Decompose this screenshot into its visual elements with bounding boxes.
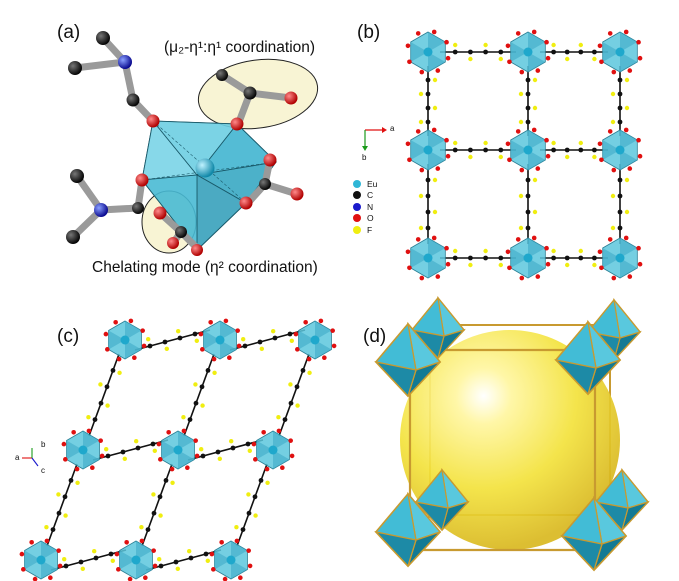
eu-polyhedron [505, 127, 551, 173]
eu-polyhedron [156, 428, 200, 472]
legend-item: F [353, 224, 377, 236]
legend-item: O [353, 213, 377, 225]
panel-a: (a) [0, 0, 345, 290]
carbon-atom [175, 226, 187, 238]
axis-label-a: a [15, 453, 20, 462]
organic-linker [187, 439, 264, 461]
eu-polyhedron [19, 538, 63, 581]
oxygen-atom [167, 237, 179, 249]
eu-coordination-structure [66, 31, 319, 256]
carbon-atom [126, 93, 140, 107]
organic-linker [139, 463, 175, 547]
organic-linker [234, 463, 270, 547]
axis-indicator-c [22, 448, 39, 467]
framework-view-ab [405, 29, 643, 281]
organic-linker [418, 66, 438, 136]
organic-linker [92, 439, 169, 461]
organic-linker [540, 140, 608, 160]
corner-polyhedron-top-left [374, 321, 442, 398]
carbon-atom [132, 202, 144, 214]
eu-polyhedron [405, 235, 451, 281]
organic-linker [440, 42, 516, 62]
oxygen-atom [135, 173, 149, 187]
axis-label-b: b [41, 440, 46, 449]
panel-b-label: (b) [357, 22, 381, 43]
organic-linker [610, 66, 630, 136]
corner-polyhedron-bottom-left [374, 491, 442, 568]
eu-polyhedron [405, 127, 451, 173]
panel-a-label: (a) [57, 22, 81, 43]
organic-linker [44, 463, 80, 547]
oxygen-atom [153, 206, 167, 220]
oxygen-atom [239, 196, 253, 210]
carbon-atom [259, 178, 271, 190]
oxygen-atom [146, 114, 160, 128]
eu-polyhedron [103, 318, 147, 362]
carbon-atom [66, 230, 80, 244]
nitrogen-atom [118, 55, 132, 69]
organic-linker [145, 549, 222, 571]
eu-polyhedron [597, 127, 643, 173]
organic-linker [276, 353, 312, 437]
carbon-atom [243, 86, 257, 100]
eu-polyhedron [61, 428, 105, 472]
carbon-atom [96, 31, 110, 45]
eu-polyhedron [505, 29, 551, 75]
panel-c-label: (c) [57, 326, 80, 347]
oxygen-atom [284, 91, 298, 105]
coordination-annotation-bottom: Chelating mode (η² coordination) [92, 259, 318, 276]
organic-linker [440, 140, 516, 160]
oxygen-atom [191, 244, 203, 256]
organic-linker [440, 248, 516, 268]
organic-linker [86, 353, 122, 437]
element-legend: Eu C N O F [353, 178, 377, 236]
organic-linker [181, 353, 217, 437]
organic-linker [540, 42, 608, 62]
legend-item: N [353, 201, 377, 213]
organic-linker [540, 248, 608, 268]
organic-linker [518, 66, 538, 136]
nitrogen-atom [94, 203, 108, 217]
europium-atom [195, 158, 215, 178]
eu-polyhedron [597, 235, 643, 281]
organic-linker [50, 549, 127, 571]
axis-label-b: b [362, 153, 367, 162]
panel-d: (d) [360, 290, 679, 581]
carbon-atom [70, 169, 84, 183]
eu-polyhedron [198, 318, 242, 362]
organic-linker [134, 329, 211, 351]
eu-polyhedron [209, 538, 253, 581]
axis-indicator-b [362, 127, 387, 151]
eu-polyhedron [251, 428, 295, 472]
panel-d-label: (d) [363, 326, 387, 347]
carbon-atom [68, 61, 82, 75]
oxygen-atom [290, 187, 304, 201]
axis-label-a: a [390, 124, 395, 133]
corner-polyhedron-bottom-right [560, 495, 628, 572]
oxygen-atom [230, 117, 244, 131]
legend-item: C [353, 190, 377, 202]
framework-view-skewed [19, 318, 337, 581]
carbon-atom [216, 69, 228, 81]
eu-polyhedron [293, 318, 337, 362]
organic-linker [610, 164, 630, 244]
organic-linker [229, 329, 306, 351]
eu-polyhedron [114, 538, 158, 581]
oxygen-atom [263, 153, 277, 167]
corner-polyhedron-bottom-left-back [414, 467, 470, 532]
eu-polyhedron [597, 29, 643, 75]
axis-label-c: c [41, 466, 45, 475]
coordination-annotation-top: (μ₂-η¹:η¹ coordination) [164, 39, 316, 56]
cage-model [374, 295, 650, 572]
organic-linker [518, 164, 538, 244]
organic-linker [418, 164, 438, 244]
eu-polyhedron [505, 235, 551, 281]
eu-polyhedron [405, 29, 451, 75]
panel-c: (c) a b c [0, 290, 360, 581]
panel-b: (b) a b Eu C N O F [345, 0, 679, 290]
corner-polyhedron-top-right [554, 319, 622, 396]
legend-item: Eu [353, 178, 377, 190]
